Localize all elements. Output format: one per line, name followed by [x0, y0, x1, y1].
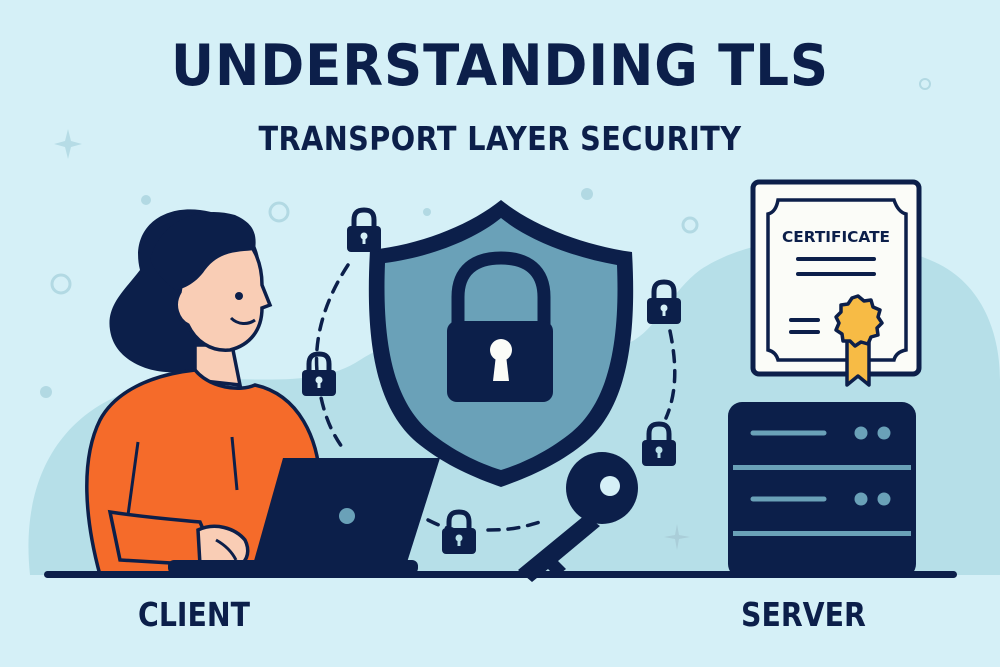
page-title: UNDERSTANDING TLS [170, 33, 830, 99]
decor-circle [40, 386, 52, 398]
server-icon [728, 402, 916, 578]
desk-line [44, 571, 957, 578]
certificate-icon: CERTIFICATE [750, 179, 922, 377]
page-subtitle: TRANSPORT LAYER SECURITY [258, 119, 742, 158]
sparkle-icon [54, 129, 82, 159]
padlock-icon [647, 279, 681, 324]
padlock-icon [642, 421, 676, 466]
padlock-icon [442, 509, 476, 554]
decor-circle [919, 78, 931, 90]
sparkle-icon [664, 524, 690, 550]
padlock-icon [302, 351, 336, 396]
padlock-icon [347, 207, 381, 252]
dashed-connection [664, 329, 677, 420]
ribbon-seal-icon [834, 294, 884, 387]
key-icon [518, 452, 638, 582]
decor-circle [423, 208, 431, 216]
decor-circle [581, 188, 593, 200]
laptop-icon [168, 458, 440, 575]
certificate-heading: CERTIFICATE [782, 228, 890, 246]
client-label: CLIENT [138, 595, 250, 634]
decor-circle [50, 273, 72, 295]
server-label: SERVER [741, 595, 866, 634]
decor-circle [141, 195, 151, 205]
decor-circle [268, 201, 290, 223]
shield-icon [368, 200, 634, 487]
dashed-connection [314, 263, 350, 449]
decor-circle [681, 216, 699, 234]
